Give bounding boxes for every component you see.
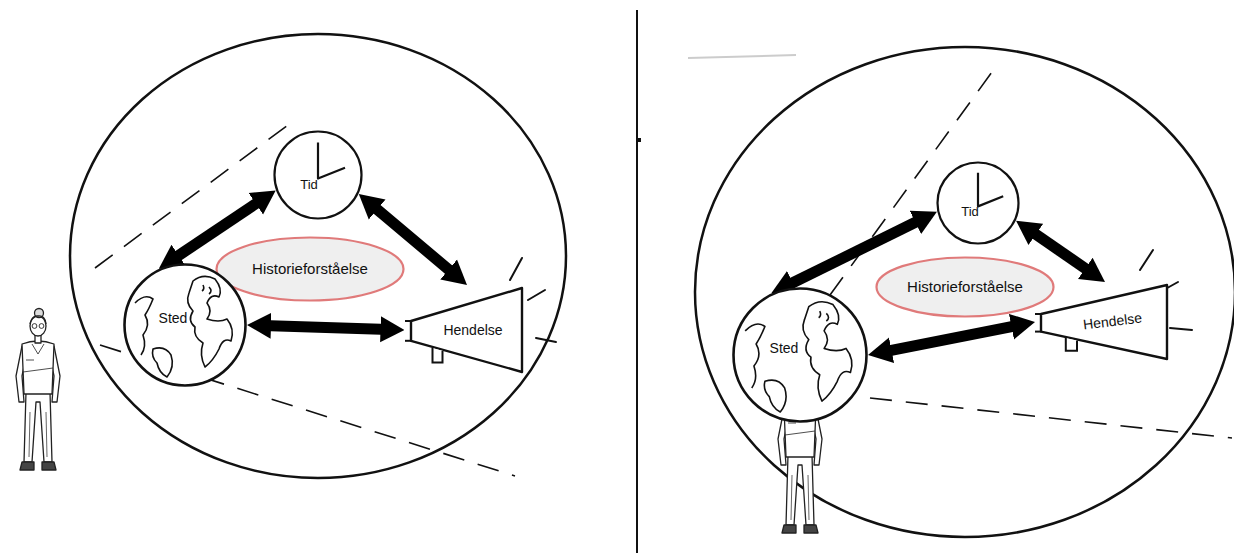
faint-stroke [688, 55, 796, 58]
clock-outline [936, 161, 1020, 245]
clock-node: Tid [936, 161, 1020, 245]
globe-node: Sted [123, 263, 247, 387]
double-arrow [884, 325, 1020, 352]
dashed-lines [95, 72, 1232, 476]
clock-outline [273, 130, 363, 220]
node-label: Tid [961, 205, 979, 219]
globe-node: Sted [732, 287, 868, 423]
node-label: Historieforståelse [907, 279, 1023, 296]
dot [638, 138, 641, 142]
double-arrow [263, 326, 389, 330]
megaphone-node: Hendelse [405, 285, 530, 375]
outer-circle [70, 34, 566, 478]
node-label: Tid [300, 178, 318, 192]
divider-line [636, 10, 638, 553]
oval-node: Historieforståelse [215, 236, 405, 302]
clock-node: Tid [273, 130, 363, 220]
double-arrow [1029, 230, 1092, 273]
outer-circle [695, 47, 1234, 537]
megaphone-node: Hendelse [1035, 282, 1175, 362]
node-label: Historieforståelse [252, 261, 368, 278]
oval-node: Historieforståelse [875, 256, 1055, 318]
woman-figure [16, 309, 60, 471]
node-label: Hendelse [443, 323, 502, 338]
node-label: Sted [768, 341, 801, 356]
node-label: Sted [157, 311, 190, 326]
